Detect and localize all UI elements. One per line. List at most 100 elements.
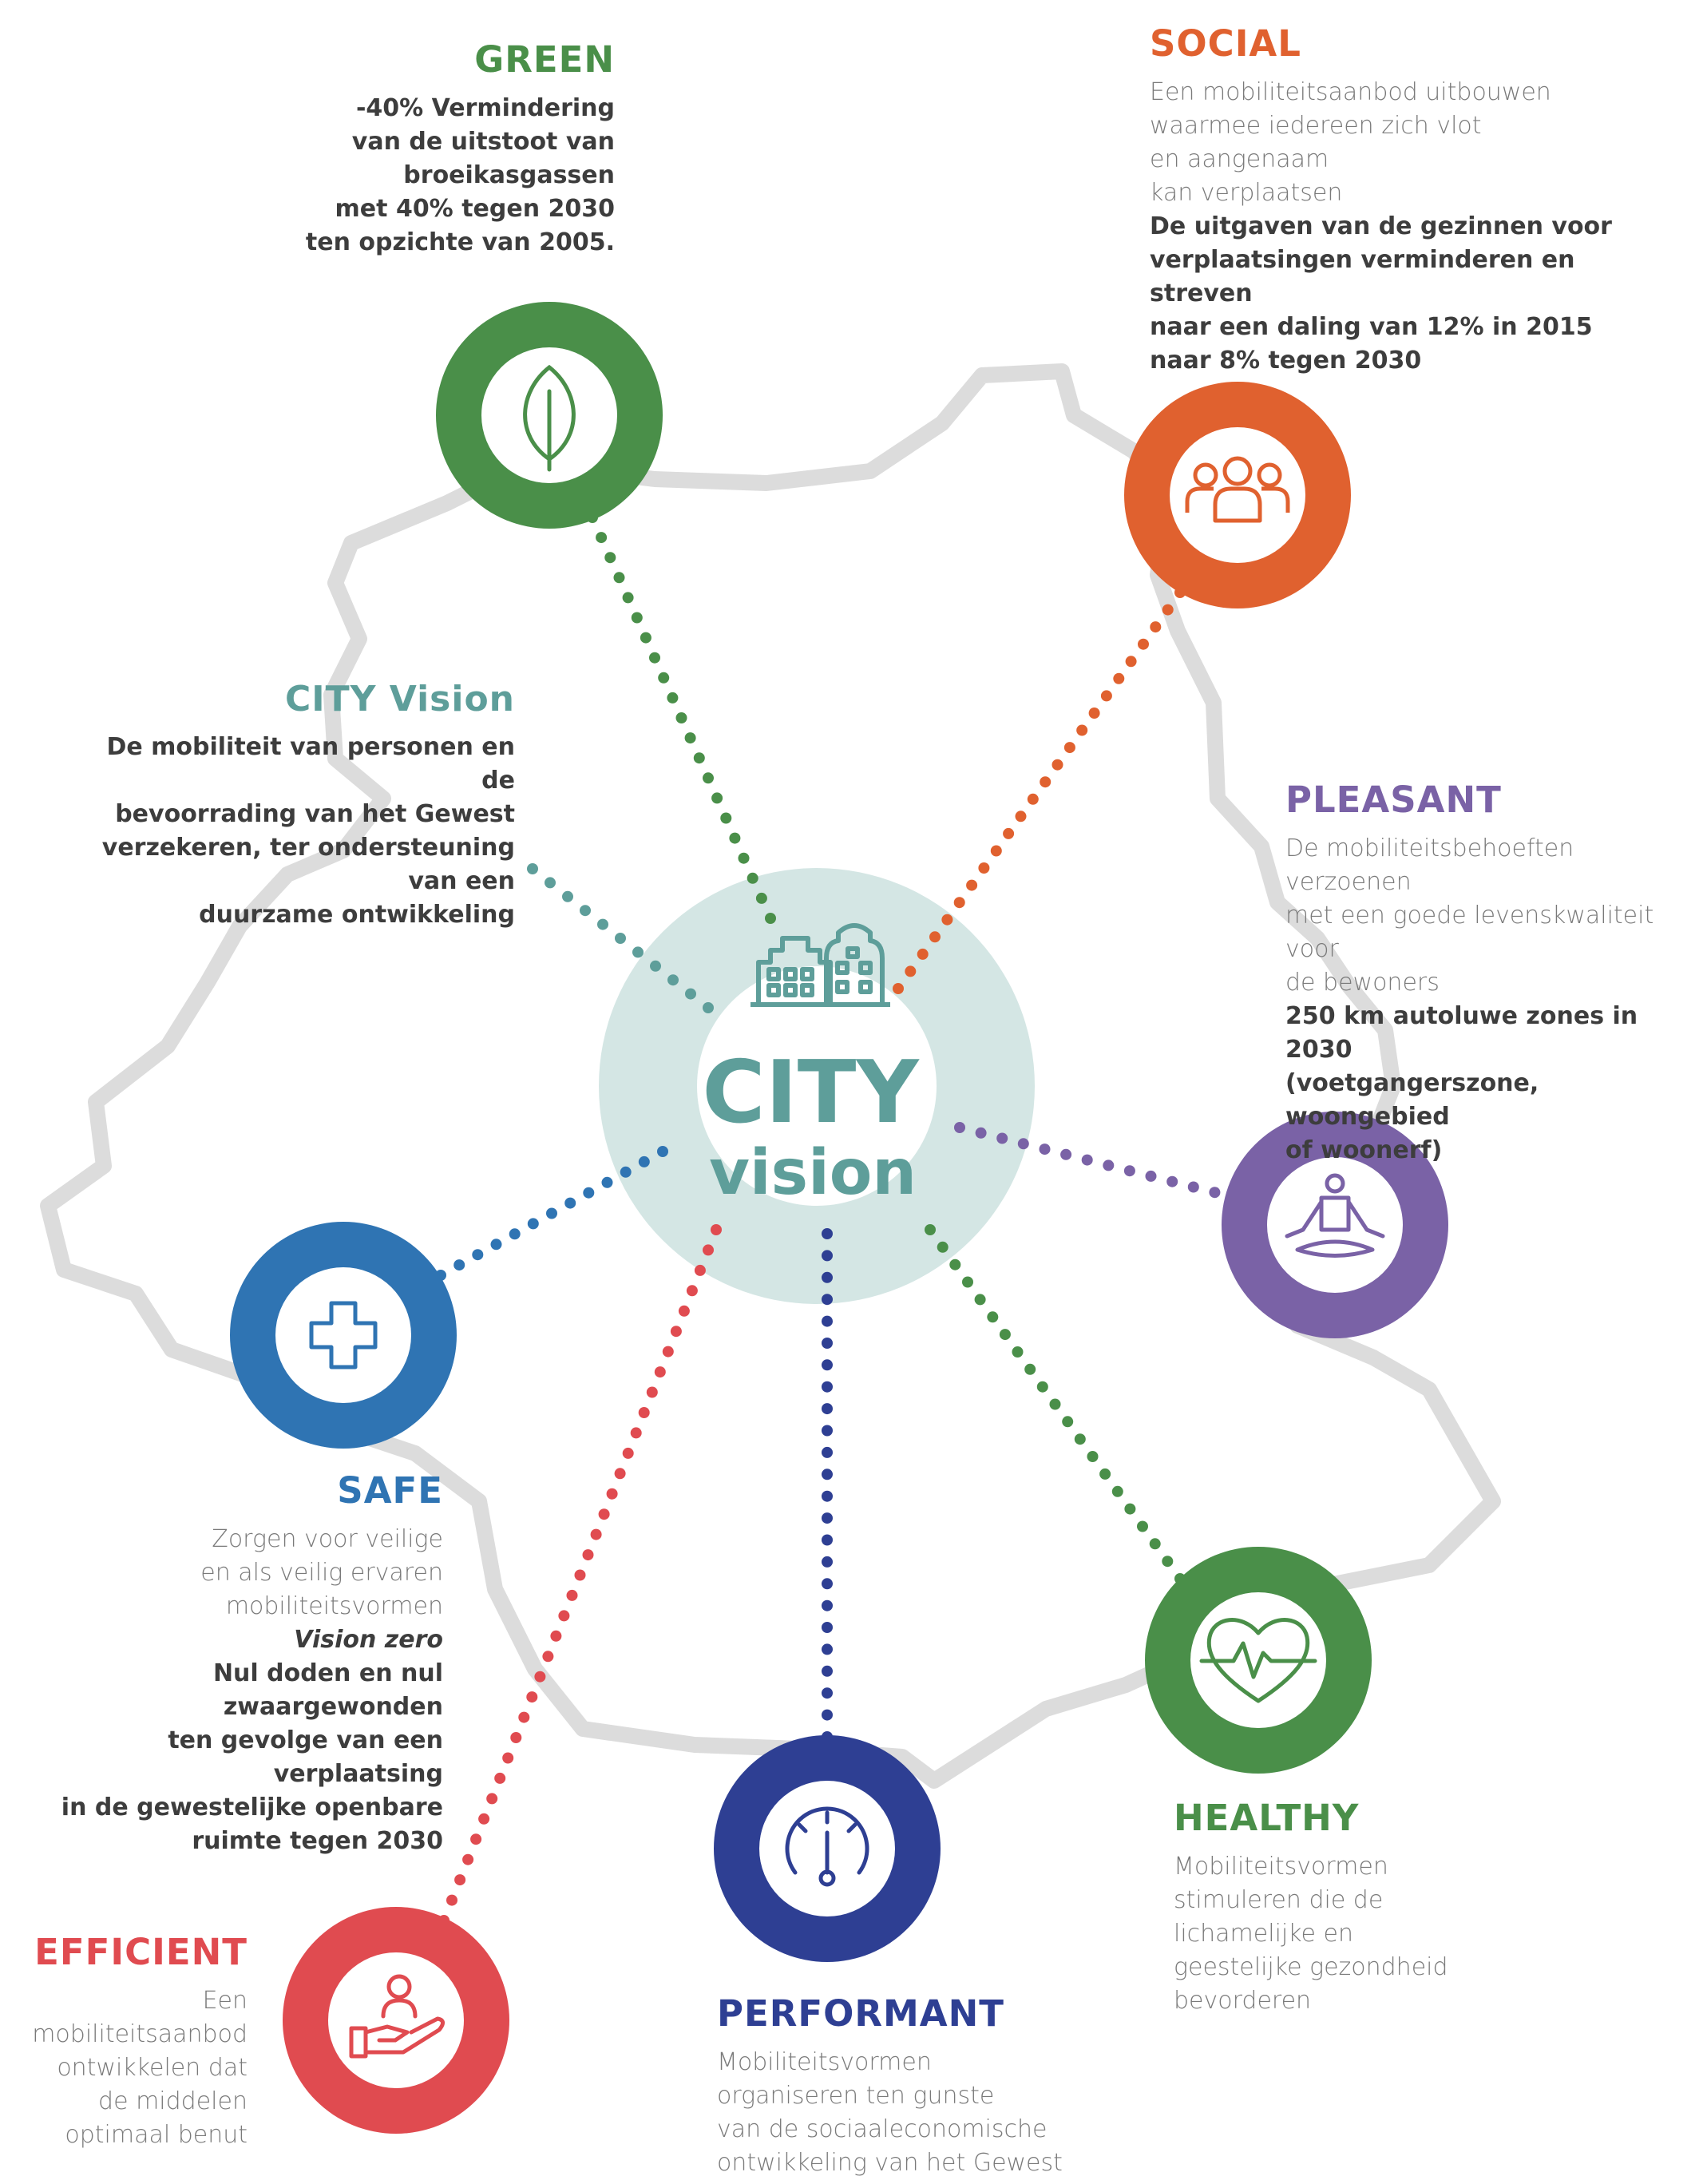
social-connector-dot <box>953 897 965 909</box>
efficient-connector-dot <box>550 1630 562 1642</box>
healthy-connector-dot <box>1024 1363 1036 1375</box>
pleasant-title: PLEASANT <box>1285 779 1502 821</box>
social-connector-dot <box>990 845 1002 857</box>
safe-connector-dot <box>657 1146 668 1157</box>
performant-connector-dot <box>822 1512 833 1524</box>
green-connector-dot <box>693 752 705 764</box>
green-line-5: ten opzichte van 2005. <box>305 228 615 256</box>
city-vision-word-city: CITY <box>702 1043 920 1143</box>
efficient-connector-dot <box>638 1407 650 1418</box>
efficient-connector-dot <box>598 1508 610 1520</box>
pleasant-connector-dot <box>954 1122 965 1133</box>
social-connector-dot <box>1003 827 1015 839</box>
green-connector-dot <box>738 852 750 864</box>
social-connector-dot <box>1125 656 1137 668</box>
meditation-icon <box>1285 1173 1385 1258</box>
efficient-connector-dot <box>454 1874 466 1886</box>
efficient-title: EFFICIENT <box>34 1931 248 1973</box>
performant-connector-dot <box>822 1556 833 1568</box>
green-connector-dot <box>649 652 660 664</box>
social-light-1: Een mobiliteitsaanbod uitbouwen <box>1150 78 1551 106</box>
green-connector-dot <box>703 772 714 784</box>
efficient-line-2: mobiliteitsaanbod <box>32 2020 248 2048</box>
safe-connector-dot <box>583 1187 595 1199</box>
social-connector-dot <box>905 965 917 977</box>
healthy-line-3: lichamelijke en <box>1174 1920 1354 1948</box>
city-vision-connector-dot <box>580 905 591 917</box>
safe-light-1: Zorgen voor veilige <box>212 1525 443 1553</box>
efficient-connector-dot <box>703 1244 714 1256</box>
city-buildings-icon <box>751 923 890 1007</box>
city-vision-line-4: duurzame ontwikkeling <box>199 901 515 929</box>
healthy-line-5: bevorderen <box>1174 1987 1312 2015</box>
performant-connector-dot <box>822 1228 833 1239</box>
city-vision-connector-dot <box>667 974 679 986</box>
social-title: SOCIAL <box>1150 22 1301 65</box>
healthy-connector-dot <box>1149 1538 1161 1550</box>
healthy-connector-dot <box>974 1294 986 1306</box>
performant-title: PERFORMANT <box>717 1992 1004 2035</box>
safe-connector-dot <box>472 1249 484 1261</box>
green-text-block: GREEN -40% Vermindering van de uitstoot … <box>287 38 615 260</box>
efficient-line-5: optimaal benut <box>65 2121 248 2149</box>
efficient-connector-dot <box>606 1488 618 1500</box>
green-connector-dot <box>720 812 732 824</box>
healthy-connector-dot <box>1012 1346 1024 1358</box>
healthy-connector-dot <box>999 1329 1011 1341</box>
green-connector-dot <box>640 632 651 644</box>
safe-bold-4: ruimte tegen 2030 <box>192 1827 443 1855</box>
performant-connector-dot <box>822 1490 833 1502</box>
healthy-title: HEALTHY <box>1174 1797 1360 1839</box>
efficient-connector-dot <box>646 1386 658 1398</box>
pleasant-connector-dot <box>975 1127 987 1139</box>
efficient-connector-dot <box>670 1326 682 1338</box>
healthy-node <box>1145 1547 1372 1774</box>
efficient-connector-dot <box>558 1610 570 1622</box>
social-text-block: SOCIAL Een mobiliteitsaanbod uitbouwen w… <box>1150 22 1677 378</box>
social-connector-dot <box>1015 811 1027 822</box>
pleasant-bold-3: of woonerf) <box>1285 1136 1443 1164</box>
healthy-connector-dot <box>1036 1381 1048 1393</box>
city-vision-connector-dot <box>527 863 538 874</box>
pleasant-light-3: de bewoners <box>1285 969 1440 997</box>
performant-line-2: organiseren ten gunste <box>717 2082 995 2110</box>
efficient-connector-dot <box>711 1224 722 1235</box>
efficient-connector-dot <box>526 1691 538 1703</box>
social-connector-dot <box>1063 742 1075 754</box>
safe-connector-dot <box>638 1155 650 1167</box>
efficient-connector-dot <box>694 1264 706 1276</box>
city-vision-line-1: De mobiliteit van personen en de <box>106 733 515 795</box>
efficient-connector-dot <box>462 1853 474 1865</box>
social-light-2: waarmee iedereen zich vlot <box>1150 112 1482 140</box>
healthy-connector-dot <box>962 1276 973 1288</box>
pleasant-light-1: De mobiliteitsbehoeften verzoenen <box>1285 834 1574 896</box>
green-connector-dot <box>711 792 723 804</box>
social-bold-1: De uitgaven van de gezinnen voor <box>1150 212 1612 240</box>
social-bold-2: verplaatsingen verminderen en streven <box>1150 246 1575 307</box>
safe-connector-dot <box>564 1197 576 1209</box>
efficient-line-3: ontwikkelen dat <box>57 2054 248 2082</box>
healthy-connector-dot <box>949 1258 961 1270</box>
green-line-1: -40% Vermindering <box>355 94 615 122</box>
efficient-connector-dot <box>590 1528 602 1540</box>
social-connector-dot <box>966 879 978 891</box>
efficient-connector-dot <box>470 1833 482 1845</box>
performant-connector-dot <box>822 1338 833 1349</box>
pleasant-bold-2: (voetgangerszone, woongebied <box>1285 1069 1539 1131</box>
safe-connector-dot <box>490 1239 502 1251</box>
pleasant-connector-dot <box>1209 1187 1221 1199</box>
pleasant-connector-dot <box>1081 1154 1093 1166</box>
performant-connector-dot <box>822 1446 833 1458</box>
healthy-connector-dot <box>1137 1520 1148 1532</box>
green-connector-dot <box>675 712 687 723</box>
green-connector-dot <box>747 872 758 884</box>
performant-connector-dot <box>822 1687 833 1699</box>
safe-light-2: en als veilig ervaren <box>200 1559 443 1587</box>
performant-node <box>714 1735 941 1962</box>
social-connector-dot <box>1076 724 1088 736</box>
leaf-icon <box>523 364 576 472</box>
green-line-3: broeikasgassen <box>403 161 615 189</box>
pleasant-text-block: PLEASANT De mobiliteitsbehoeften verzoen… <box>1285 779 1701 1167</box>
hand-person-icon <box>349 1974 445 2059</box>
